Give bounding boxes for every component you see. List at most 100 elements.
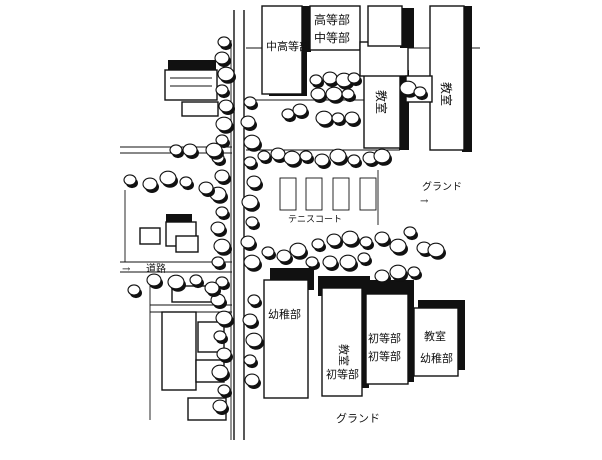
tree-canopy (205, 142, 223, 158)
tree-canopy (159, 170, 177, 186)
tree-canopy (243, 354, 257, 366)
tree-canopy (341, 230, 359, 246)
tree-canopy (339, 254, 357, 270)
tree-canopy (281, 108, 295, 120)
tree-canopy (189, 274, 203, 286)
tree-canopy (213, 238, 231, 254)
tree-canopy (315, 110, 333, 126)
label-ground-bottom: グランド (336, 411, 380, 425)
tree-canopy (242, 313, 258, 327)
tree-canopy (326, 233, 342, 247)
tree-canopy (283, 150, 301, 166)
label-elementary-1: 初等部 (326, 367, 359, 381)
tree-canopy (198, 181, 214, 195)
tree-canopy (217, 384, 231, 396)
tree-canopy (215, 206, 229, 218)
tree-canopy (389, 238, 407, 254)
tree-canopy (427, 242, 445, 258)
tree-canopy (212, 399, 228, 413)
tree-canopy (314, 153, 330, 167)
tree-canopy (243, 156, 257, 168)
trees (123, 36, 446, 415)
arrow-ground-right: → (420, 196, 429, 207)
tree-canopy (211, 256, 225, 268)
tree-canopy (374, 269, 390, 283)
tree-canopy (325, 86, 343, 102)
tree-canopy (322, 255, 338, 269)
tree-canopy (123, 174, 137, 186)
tree-canopy (215, 276, 229, 288)
tree-canopy (204, 281, 220, 295)
tree-canopy (311, 238, 325, 250)
tree-canopy (217, 66, 235, 82)
label-elementary-3: 初等部 (368, 349, 401, 363)
tree-canopy (245, 216, 259, 228)
label-tennis-court: テニスコート (288, 214, 342, 225)
tree-canopy (142, 177, 158, 191)
label-ground-right: グランド (422, 180, 462, 193)
building-classroom-top (359, 5, 414, 150)
tree-canopy (213, 330, 227, 342)
tree-canopy (215, 84, 229, 96)
tree-canopy (167, 274, 185, 290)
label-classroom-mid: 教室 (337, 344, 351, 366)
tree-canopy (329, 148, 347, 164)
label-high-school: 高等部 (314, 12, 350, 27)
building-elementary (364, 280, 414, 385)
tree-canopy (247, 294, 261, 306)
tree-canopy (347, 72, 361, 84)
tree-canopy (270, 147, 286, 161)
arrow-road: → (122, 264, 131, 275)
tree-canopy (215, 310, 233, 326)
tree-canopy (215, 116, 233, 132)
label-classroom-top-2: 教室 (439, 82, 454, 106)
tree-canopy (243, 96, 257, 108)
tree-canopy (243, 134, 261, 150)
label-kindergarten: 幼稚部 (268, 307, 301, 321)
tree-canopy (331, 112, 345, 124)
tree-canopy (276, 249, 292, 263)
label-road: 道路 (146, 262, 166, 275)
label-elementary-2: 初等部 (368, 331, 401, 345)
tennis-courts (279, 170, 379, 225)
tree-canopy (374, 231, 390, 245)
tree-canopy (218, 99, 234, 113)
tree-canopy (245, 332, 263, 348)
tree-canopy (407, 266, 421, 278)
tree-canopy (146, 273, 162, 287)
houses-left (139, 60, 227, 421)
building-classroom-elementary (318, 276, 370, 397)
tree-canopy (257, 150, 271, 162)
building-kindergarten (263, 268, 314, 399)
tree-canopy (169, 144, 183, 156)
tree-canopy (179, 176, 193, 188)
tree-canopy (341, 88, 355, 100)
label-classroom-right: 教室 (424, 329, 446, 343)
label-classroom-top-1: 教室 (374, 90, 389, 114)
tree-canopy (347, 154, 361, 166)
tree-canopy (240, 115, 256, 129)
map-labels: 中高等部 高等部 中等部 教室 教室 テニスコート グランド → → 道路 幼稚… (122, 12, 462, 425)
tree-canopy (359, 236, 373, 248)
building-classroom-kindergarten-right (413, 300, 465, 377)
tree-canopy (261, 246, 275, 258)
tree-canopy (216, 347, 232, 361)
tree-canopy (243, 254, 261, 270)
tree-canopy (210, 221, 226, 235)
tree-canopy (413, 86, 427, 98)
tree-canopy (240, 235, 256, 249)
tree-canopy (217, 36, 231, 48)
tree-canopy (299, 150, 313, 162)
label-middle-high-left: 中高等部 (266, 39, 310, 53)
tree-canopy (246, 175, 262, 189)
tree-canopy (214, 169, 230, 183)
label-kindergarten-right: 幼稚部 (420, 351, 453, 365)
building-high-middle (305, 5, 361, 52)
tree-canopy (127, 284, 141, 296)
tree-canopy (289, 242, 307, 258)
tree-canopy (182, 143, 198, 157)
tree-canopy (309, 74, 323, 86)
tree-canopy (214, 51, 230, 65)
